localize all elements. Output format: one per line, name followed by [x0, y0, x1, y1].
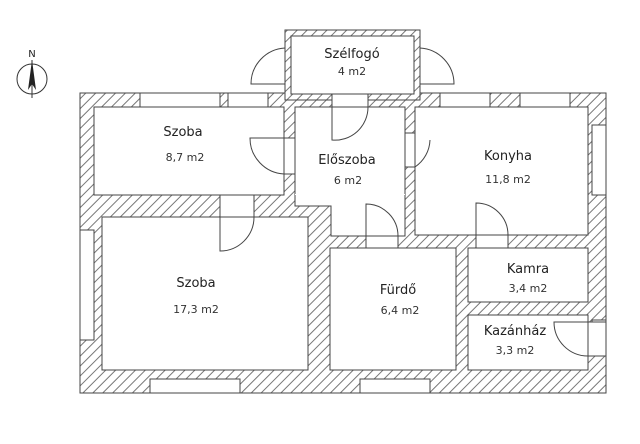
label-szoba-small-area: 8,7 m2 — [166, 151, 205, 164]
room-furdo — [329, 247, 457, 371]
label-furdo-area: 6,4 m2 — [381, 304, 420, 317]
room-konyha — [414, 106, 589, 236]
label-szoba-small-name: Szoba — [163, 125, 202, 140]
label-szelfogo-name: Szélfogó — [324, 47, 379, 62]
room-kazanhaz — [467, 314, 589, 371]
doors — [219, 47, 607, 357]
room-eloszoba-lower — [295, 194, 405, 236]
eloszoba-wall-edge — [294, 195, 406, 237]
label-konyha-area: 11,8 m2 — [485, 173, 531, 186]
compass-label: N — [28, 49, 35, 60]
label-furdo-name: Fürdő — [380, 283, 416, 298]
label-kamra-area: 3,4 m2 — [509, 282, 548, 295]
compass: N — [16, 49, 48, 98]
room-eloszoba — [294, 106, 406, 196]
label-kamra-name: Kamra — [507, 262, 549, 277]
label-eloszoba-area: 6 m2 — [334, 174, 362, 187]
label-kazanhaz-area: 3,3 m2 — [496, 344, 535, 357]
label-konyha-name: Konyha — [484, 149, 532, 164]
label-szelfogo-area: 4 m2 — [338, 65, 366, 78]
label-kazanhaz-name: Kazánház — [484, 324, 546, 339]
label-eloszoba-name: Előszoba — [318, 153, 376, 168]
room-labels: Szélfogó 4 m2 Szoba 8,7 m2 Előszoba 6 m2… — [163, 47, 549, 357]
room-kamra — [467, 247, 589, 303]
windows — [79, 92, 607, 394]
label-szoba-large-area: 17,3 m2 — [173, 303, 219, 316]
room-szoba-large — [101, 216, 309, 371]
north-arrow-icon — [16, 60, 48, 98]
label-szoba-large-name: Szoba — [176, 276, 215, 291]
room-szelfogo — [290, 35, 415, 95]
